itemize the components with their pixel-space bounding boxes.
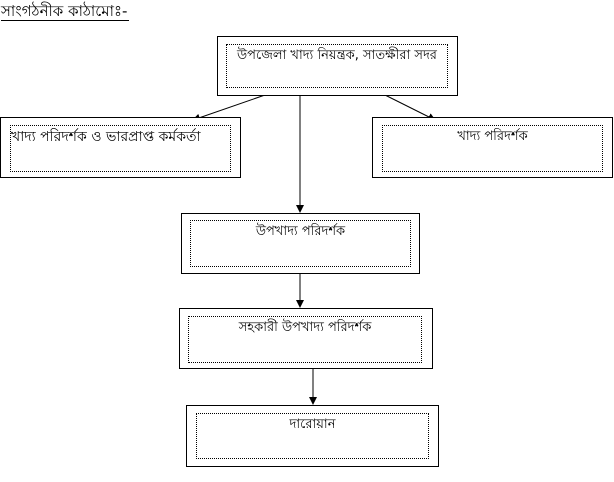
node-level2-label: উপখাদ্য পরিদর্শক: [190, 220, 411, 267]
node-left: খাদ্য পরিদর্শক ও ভারপ্রাপ্ত কর্মকর্তা: [0, 117, 241, 178]
node-right-label: খাদ্য পরিদর্শক: [382, 125, 603, 172]
node-level4-label: দারোয়ান: [196, 413, 429, 459]
node-right: খাদ্য পরিদর্শক: [372, 117, 613, 178]
arrow-root-to-left: [192, 94, 266, 122]
page-title: সাংগঠনীক কাঠামোঃ-: [1, 2, 130, 21]
node-level4: দারোয়ান: [186, 405, 439, 467]
arrow-root-to-right: [384, 94, 436, 121]
node-level3-label: সহকারী উপখাদ্য পরিদর্শক: [188, 316, 422, 363]
node-root-label: উপজেলা খাদ্য নিয়ন্ত্রক, সাতক্ষীরা সদর: [226, 44, 448, 88]
node-level2: উপখাদ্য পরিদর্শক: [181, 213, 420, 274]
node-left-label: খাদ্য পরিদর্শক ও ভারপ্রাপ্ত কর্মকর্তা: [10, 125, 231, 172]
node-level3: সহকারী উপখাদ্য পরিদর্শক: [179, 308, 433, 369]
node-root: উপজেলা খাদ্য নিয়ন্ত্রক, সাতক্ষীরা সদর: [217, 36, 458, 96]
